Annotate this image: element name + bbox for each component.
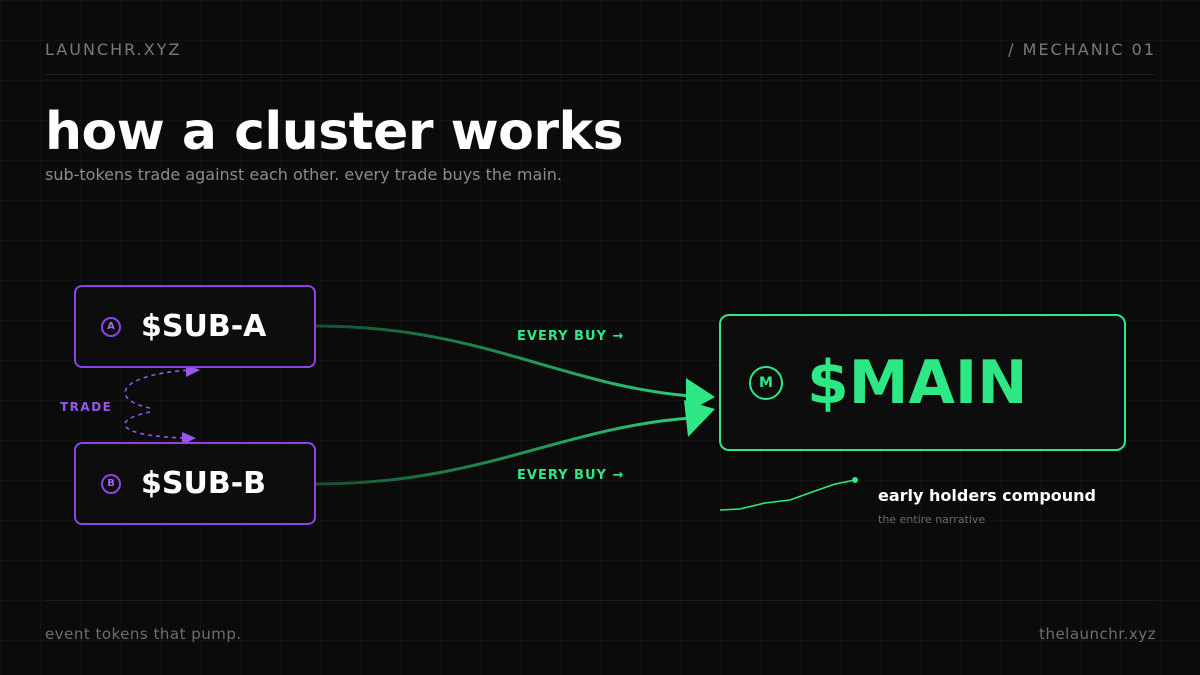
arrowhead-b-icon (684, 400, 715, 437)
node-sub-a-label: $SUB-A (141, 309, 267, 344)
edge-label-buy-b: EVERY BUY → (517, 468, 625, 483)
trade-loop-up (124, 369, 191, 409)
node-main: M $MAIN (719, 314, 1126, 451)
mechanic-tag: / MECHANIC 01 (1008, 40, 1156, 59)
edge-label-buy-a: EVERY BUY → (517, 329, 625, 344)
brand-name: LAUNCHR.XYZ (45, 40, 182, 59)
sparkline-endpoint (852, 477, 858, 483)
trade-loop-down (124, 411, 186, 439)
badge-a-icon: A (101, 316, 121, 337)
page-title: how a cluster works (45, 102, 624, 162)
bottom-divider (45, 600, 1155, 601)
page-subtitle: sub-tokens trade against each other. eve… (45, 165, 562, 184)
compound-subtitle: the entire narrative (878, 513, 986, 526)
top-divider (45, 74, 1155, 75)
node-main-label: $MAIN (807, 347, 1028, 418)
compound-sparkline (719, 479, 856, 511)
footer-url: thelaunchr.xyz (1039, 625, 1156, 643)
node-sub-b-label: $SUB-B (141, 466, 267, 501)
edge-sub-a-to-main (315, 324, 691, 398)
node-sub-a: A $SUB-A (74, 285, 316, 368)
compound-title: early holders compound (878, 486, 1097, 505)
edge-sub-b-to-main (315, 416, 691, 486)
node-sub-b: B $SUB-B (74, 442, 316, 525)
badge-m-icon: M (749, 365, 783, 400)
trade-label: TRADE (60, 400, 113, 414)
footer-tagline: event tokens that pump. (45, 625, 242, 643)
trade-arrow-down-icon (182, 432, 196, 445)
badge-b-icon: B (101, 473, 121, 494)
